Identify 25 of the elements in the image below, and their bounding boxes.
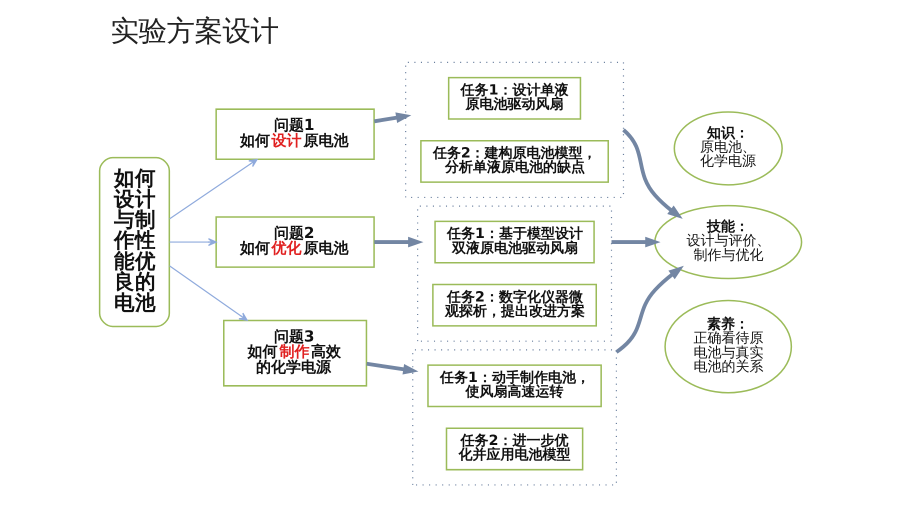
node-box: 如何设计与制作性能优良的电池	[98, 156, 170, 327]
node-box: 任务2：数字化仪器微观探析，提出改进方案	[432, 283, 596, 326]
cluster	[416, 205, 612, 342]
node-box: 任务1：动手制作电池，使风扇高速运转	[426, 364, 602, 407]
node-ellipse: 知识： 原电池、化学电源	[673, 110, 782, 186]
node-box: 问题2 如何优化原电池	[214, 216, 374, 268]
arrow	[169, 238, 216, 246]
arrow	[611, 236, 660, 247]
arrow	[168, 264, 248, 320]
arrow	[374, 112, 411, 123]
node-box: 问题3 如何制作高效的化学电源	[222, 319, 367, 386]
node-box: 任务2：建构原电池模型，分析单液原电池的缺点	[420, 140, 608, 182]
arrow	[366, 361, 418, 374]
node-box: 任务1：设计单液原电池驱动风扇	[447, 76, 581, 120]
node-box: 任务2：进一步优化并应用电池模型	[445, 427, 583, 470]
cluster	[404, 61, 624, 198]
node-box: 任务1：基于模型设计双液原电池驱动风扇	[434, 220, 594, 264]
node-box: 问题1 如何设计原电池	[214, 108, 374, 160]
arrow	[168, 158, 258, 219]
arrow	[622, 128, 682, 218]
node-ellipse: 素养： 正确看待原电池与真实电池的关系	[664, 299, 792, 393]
arrow	[374, 236, 423, 247]
arrow	[614, 265, 684, 354]
diagram-title: 实验方案设计	[110, 14, 278, 47]
cluster	[412, 348, 616, 486]
